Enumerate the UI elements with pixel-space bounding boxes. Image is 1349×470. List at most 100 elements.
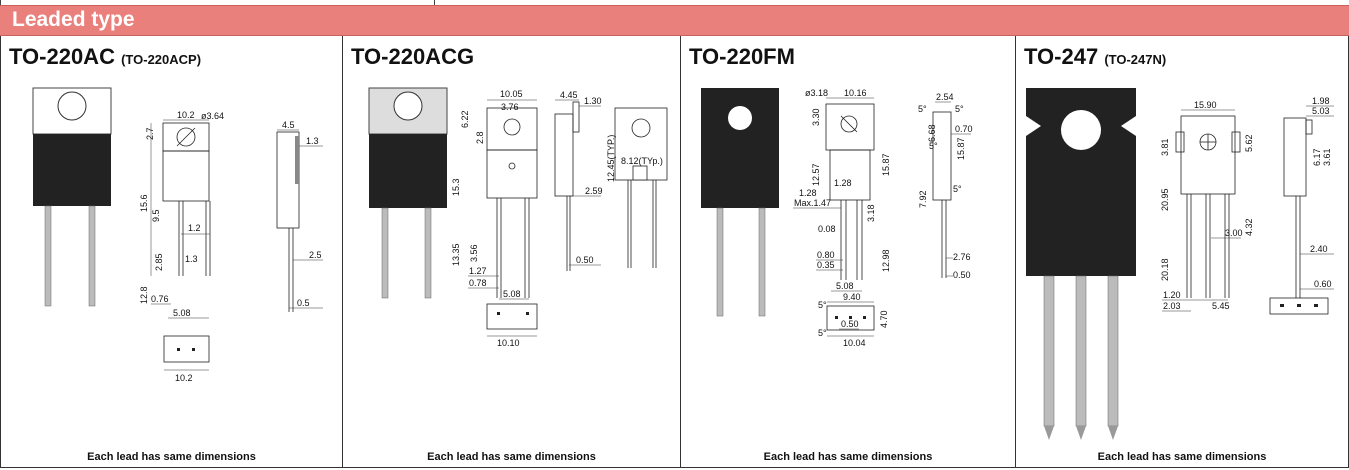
front-view: 15.90 3.81 5.62 20.95 4.32 20.18 3.00 1.… (1160, 100, 1254, 312)
bottom-view: 9.40 5° 4.70 0.50 5° 10.04 (818, 292, 889, 348)
side-view: 4.45 1.30 2.59 0.50 (554, 90, 603, 271)
bottom-view: 10.10 (486, 303, 538, 348)
dimension-label: 12.57 (811, 163, 821, 186)
panel-footnote: Each lead has same dimensions (87, 451, 256, 463)
dimension-label: 2.7 (145, 127, 155, 140)
dimension-label: 3.81 (1160, 138, 1170, 156)
dimension-label: 5.08 (503, 289, 521, 299)
bottom-view (1269, 297, 1329, 315)
dimension-label: 15.90 (1194, 100, 1217, 110)
dimension-label: 3.18 (866, 204, 876, 222)
dimension-label: 4.5 (282, 120, 295, 130)
dimension-label: 2.59 (585, 186, 603, 196)
dimension-label: 10.16 (844, 88, 867, 98)
dimension-label: 5° (929, 141, 938, 151)
dimension-label: 5.62 (1244, 134, 1254, 152)
dimension-label: 15.3 (451, 178, 461, 196)
dimension-label: 9.40 (843, 292, 861, 302)
dimension-label: 6.22 (460, 110, 470, 128)
dimension-label: 1.20 (1163, 290, 1181, 300)
dimension-label: 4.32 (1244, 218, 1254, 236)
dimension-label: 1.27 (469, 266, 487, 276)
dimension-label: 2.40 (1310, 244, 1328, 254)
front-view: 2.7 10.2 ø3.64 15.6 9.5 1.2 2.85 1.3 12.… (139, 110, 224, 319)
panel-footnote: Each lead has same dimensions (427, 451, 596, 463)
dimension-label: 6.17 (1312, 148, 1322, 166)
dimension-label: 0.35 (817, 260, 835, 270)
dimension-label: 3.00 (1225, 228, 1243, 238)
dimension-label: 5° (918, 104, 927, 114)
to220ac-drawing: 2.7 10.2 ø3.64 15.6 9.5 1.2 2.85 1.3 12.… (32, 87, 323, 383)
dimension-label: 5° (818, 328, 827, 338)
panel-to220acg: TO-220ACG 6.22 (342, 36, 680, 468)
dimension-label: 9.5 (151, 209, 161, 222)
dimension-label: 3.76 (501, 102, 519, 112)
panel-to247: TO-247 (TO-247N) (1015, 36, 1349, 468)
dimension-label: 12.8 (139, 286, 149, 304)
dimension-label: ø3.64 (201, 111, 224, 121)
dimension-label: 0.78 (469, 278, 487, 288)
dimension-label: 5.03 (1312, 106, 1330, 116)
dimension-label: 4.70 (879, 310, 889, 328)
package-grid: TO-220AC (TO-220ACP) (0, 36, 1349, 470)
dimension-label: 8.12(TYp.) (621, 156, 663, 166)
dimension-label: 15.87 (881, 153, 891, 176)
dimension-label: 10.10 (497, 338, 520, 348)
dimension-label: 1.3 (185, 254, 198, 264)
dimension-label: 0.50 (953, 270, 971, 280)
dimension-label: 10.2 (175, 373, 193, 383)
dimension-label: 1.28 (799, 188, 817, 198)
bottom-view: 10.2 (163, 335, 210, 383)
dimension-label: 15.87 (956, 137, 966, 160)
package-photo (701, 88, 779, 317)
dimension-label: 2.8 (475, 131, 485, 144)
dimension-label: 12.98 (881, 249, 891, 272)
dimension-label: 10.2 (177, 110, 195, 120)
dimension-label: 10.04 (843, 338, 866, 348)
dimension-label: 0.50 (841, 319, 859, 329)
panel-footnote: Each lead has same dimensions (1097, 451, 1267, 463)
package-photo (32, 87, 112, 307)
dimension-label: 0.5 (297, 298, 310, 308)
dimension-label: 2.85 (154, 253, 164, 271)
dimension-label: Max.1.47 (794, 198, 831, 208)
dimension-label: 0.70 (955, 124, 973, 134)
rear-view: 12.45(TYP.) 8.12(TYp.) (606, 107, 668, 268)
panel-title: TO-220FM (689, 44, 795, 69)
section-header: Leaded type (0, 5, 1349, 36)
panel-title: TO-220AC (TO-220ACP) (9, 44, 202, 69)
dimension-label: 20.18 (1160, 258, 1170, 281)
panel-title: TO-220ACG (351, 44, 475, 69)
dimension-label: 20.95 (1160, 188, 1170, 211)
dimension-label: 4.45 (560, 90, 578, 100)
dimension-label: 2.54 (936, 92, 954, 102)
dimension-label: ø3.18 (805, 88, 828, 98)
to220fm-drawing: ø3.18 10.16 3.30 12.57 15.87 1.28 1.28 M… (701, 88, 973, 348)
dimension-label: 2.03 (1163, 301, 1181, 311)
dimension-label: 2.5 (309, 250, 322, 260)
to247-drawing: 15.90 3.81 5.62 20.95 4.32 20.18 3.00 1.… (1026, 88, 1334, 440)
side-view: 4.5 1.3 2.5 0.5 (276, 120, 323, 312)
dimension-label: 1.28 (834, 178, 852, 188)
panel-footnote: Each lead has same dimensions (763, 451, 933, 463)
dimension-label: 3.30 (811, 108, 821, 126)
side-view: 1.98 5.03 6.17 3.61 2.40 0.60 (1283, 96, 1334, 298)
panel-to220ac: TO-220AC (TO-220ACP) (0, 36, 342, 468)
top-border (0, 0, 1349, 5)
dimension-label: 13.35 (451, 243, 461, 266)
front-view: 6.22 10.05 3.76 15.3 2.8 13.35 3.56 1.27… (451, 89, 538, 300)
dimension-label: 5.08 (173, 308, 191, 318)
dimension-label: 15.6 (139, 194, 149, 212)
dimension-label: 12.45(TYP.) (606, 135, 616, 182)
dimension-label: 10.05 (500, 89, 523, 99)
panel-to220fm: TO-220FM ø3.18 10.16 (680, 36, 1015, 468)
dimension-label: 0.60 (1314, 279, 1332, 289)
front-view: ø3.18 10.16 3.30 12.57 15.87 1.28 1.28 M… (793, 88, 891, 292)
dimension-label: 3.56 (469, 244, 479, 262)
section-title: Leaded type (12, 8, 135, 31)
package-photo (1026, 88, 1136, 440)
dimension-label: 0.76 (151, 294, 169, 304)
dimension-label: 1.3 (306, 136, 319, 146)
dimension-label: 5.08 (836, 281, 854, 291)
